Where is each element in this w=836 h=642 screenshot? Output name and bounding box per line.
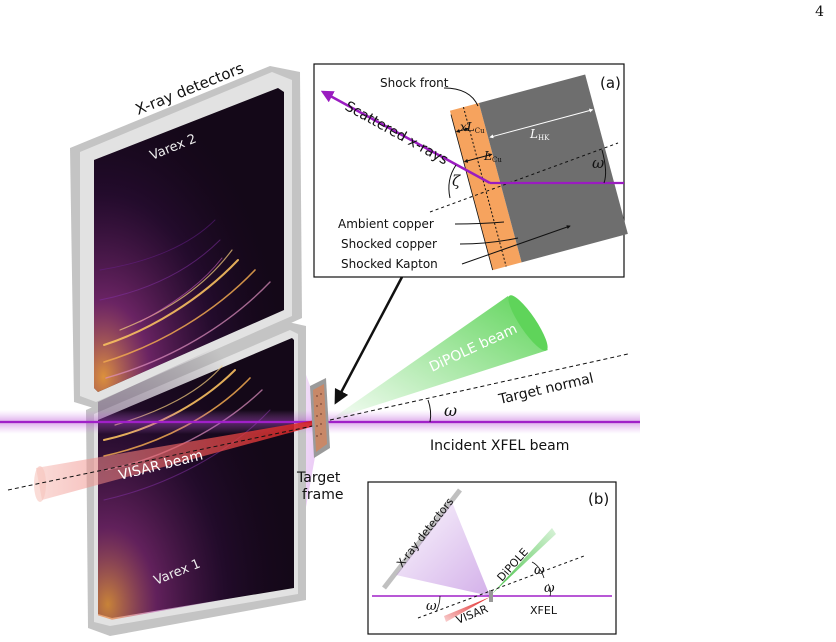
detector-varex-2: Varex 2 [70,66,302,410]
target-normal-line [329,353,629,421]
shock-front-line [462,106,507,267]
shocked-kapton-label: Shocked Kapton [341,257,438,271]
shocked-copper-label: Shocked copper [341,237,437,251]
incident-beam-label: Incident XFEL beam [430,438,569,454]
inset-b-tag: (b) [588,490,609,508]
scattered-ray [320,90,491,185]
detector-varex-1: Varex 1 [86,311,306,636]
omega-arc-main [427,399,432,423]
inset-b: (b) X-ray detectors DiPOLE VISAR ω ω ω X… [367,481,617,635]
inset-b-omega-2: ω [544,581,555,596]
inset-pointer-arrow [334,276,404,405]
page-number: 4 [815,4,824,20]
target-normal-label: Target normal [496,371,595,409]
omega-main: ω [444,401,457,420]
target-frame-label-1: Target [296,470,341,486]
l-cu-label: LCu [483,149,502,164]
omega-inset-a: ω [592,154,604,172]
visar-axis [7,423,323,491]
inset-a-tag: (a) [600,74,621,92]
ambient-copper-label: Ambient copper [338,217,434,231]
inset-a: (a) Shock front Scattered x-rays xLCu LC… [313,63,628,278]
shock-front-leader [443,87,479,107]
target-frame [310,378,330,458]
diffraction-rings-upper [99,219,271,379]
inset-b-detector [382,488,462,590]
inset-b-xfel-label: XFEL [530,604,558,617]
inset-b-omega-1: ω [534,563,545,578]
inset-b-omega-3: ω [426,599,437,614]
shock-front-label: Shock front [380,76,449,90]
x-l-cu-label: xLCu [460,120,485,135]
copper-layer [449,102,522,271]
target-frame-label-2: frame [302,487,344,503]
l-hk-label: LHK [529,127,550,142]
zeta-label: ζ [452,172,461,190]
